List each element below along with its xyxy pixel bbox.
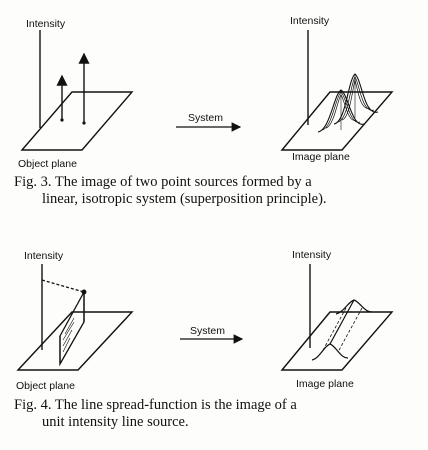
- object-plane-left: [16, 311, 134, 371]
- image-plane-right: [280, 311, 394, 371]
- point-source-arrow: [56, 74, 68, 122]
- point-source-arrow: [78, 52, 90, 125]
- intensity-label-right: Intensity: [290, 15, 330, 27]
- point-spread-function: [333, 73, 379, 125]
- caption-line: The line spread-function is the image of…: [54, 397, 297, 413]
- caption-line: The image of two point sources formed by…: [54, 174, 312, 190]
- image-plane-right: [280, 91, 394, 151]
- object-plane-label: Object plane: [16, 380, 75, 392]
- line-source-sheet: [41, 279, 87, 367]
- caption-line: unit intensity line source.: [42, 414, 189, 430]
- figure-number: Fig. 3.: [14, 174, 52, 190]
- object-plane-label: Object plane: [18, 158, 77, 170]
- line-spread-function: [311, 299, 373, 361]
- figure-4-caption: Fig. 4. The line spread-function is the …: [14, 397, 418, 431]
- figure-3-caption: Fig. 3. The image of two point sources f…: [14, 174, 418, 208]
- intensity-label-left: Intensity: [24, 250, 64, 262]
- image-plane-label: Image plane: [296, 378, 354, 390]
- object-plane-left: [20, 91, 134, 151]
- figure-number: Fig. 4.: [14, 397, 52, 413]
- intensity-label-left: Intensity: [26, 18, 66, 30]
- point-spread-function: [317, 89, 365, 133]
- system-label: System: [188, 112, 223, 124]
- figure-3-diagram: Intensity Object plane System Intensity: [18, 15, 394, 170]
- figure-4-diagram: Intensity Object plane System Intensity: [16, 249, 394, 392]
- system-label: System: [190, 325, 225, 337]
- image-plane-label: Image plane: [292, 151, 350, 163]
- caption-line: linear, isotropic system (superposition …: [42, 191, 327, 207]
- intensity-label-right: Intensity: [292, 249, 332, 261]
